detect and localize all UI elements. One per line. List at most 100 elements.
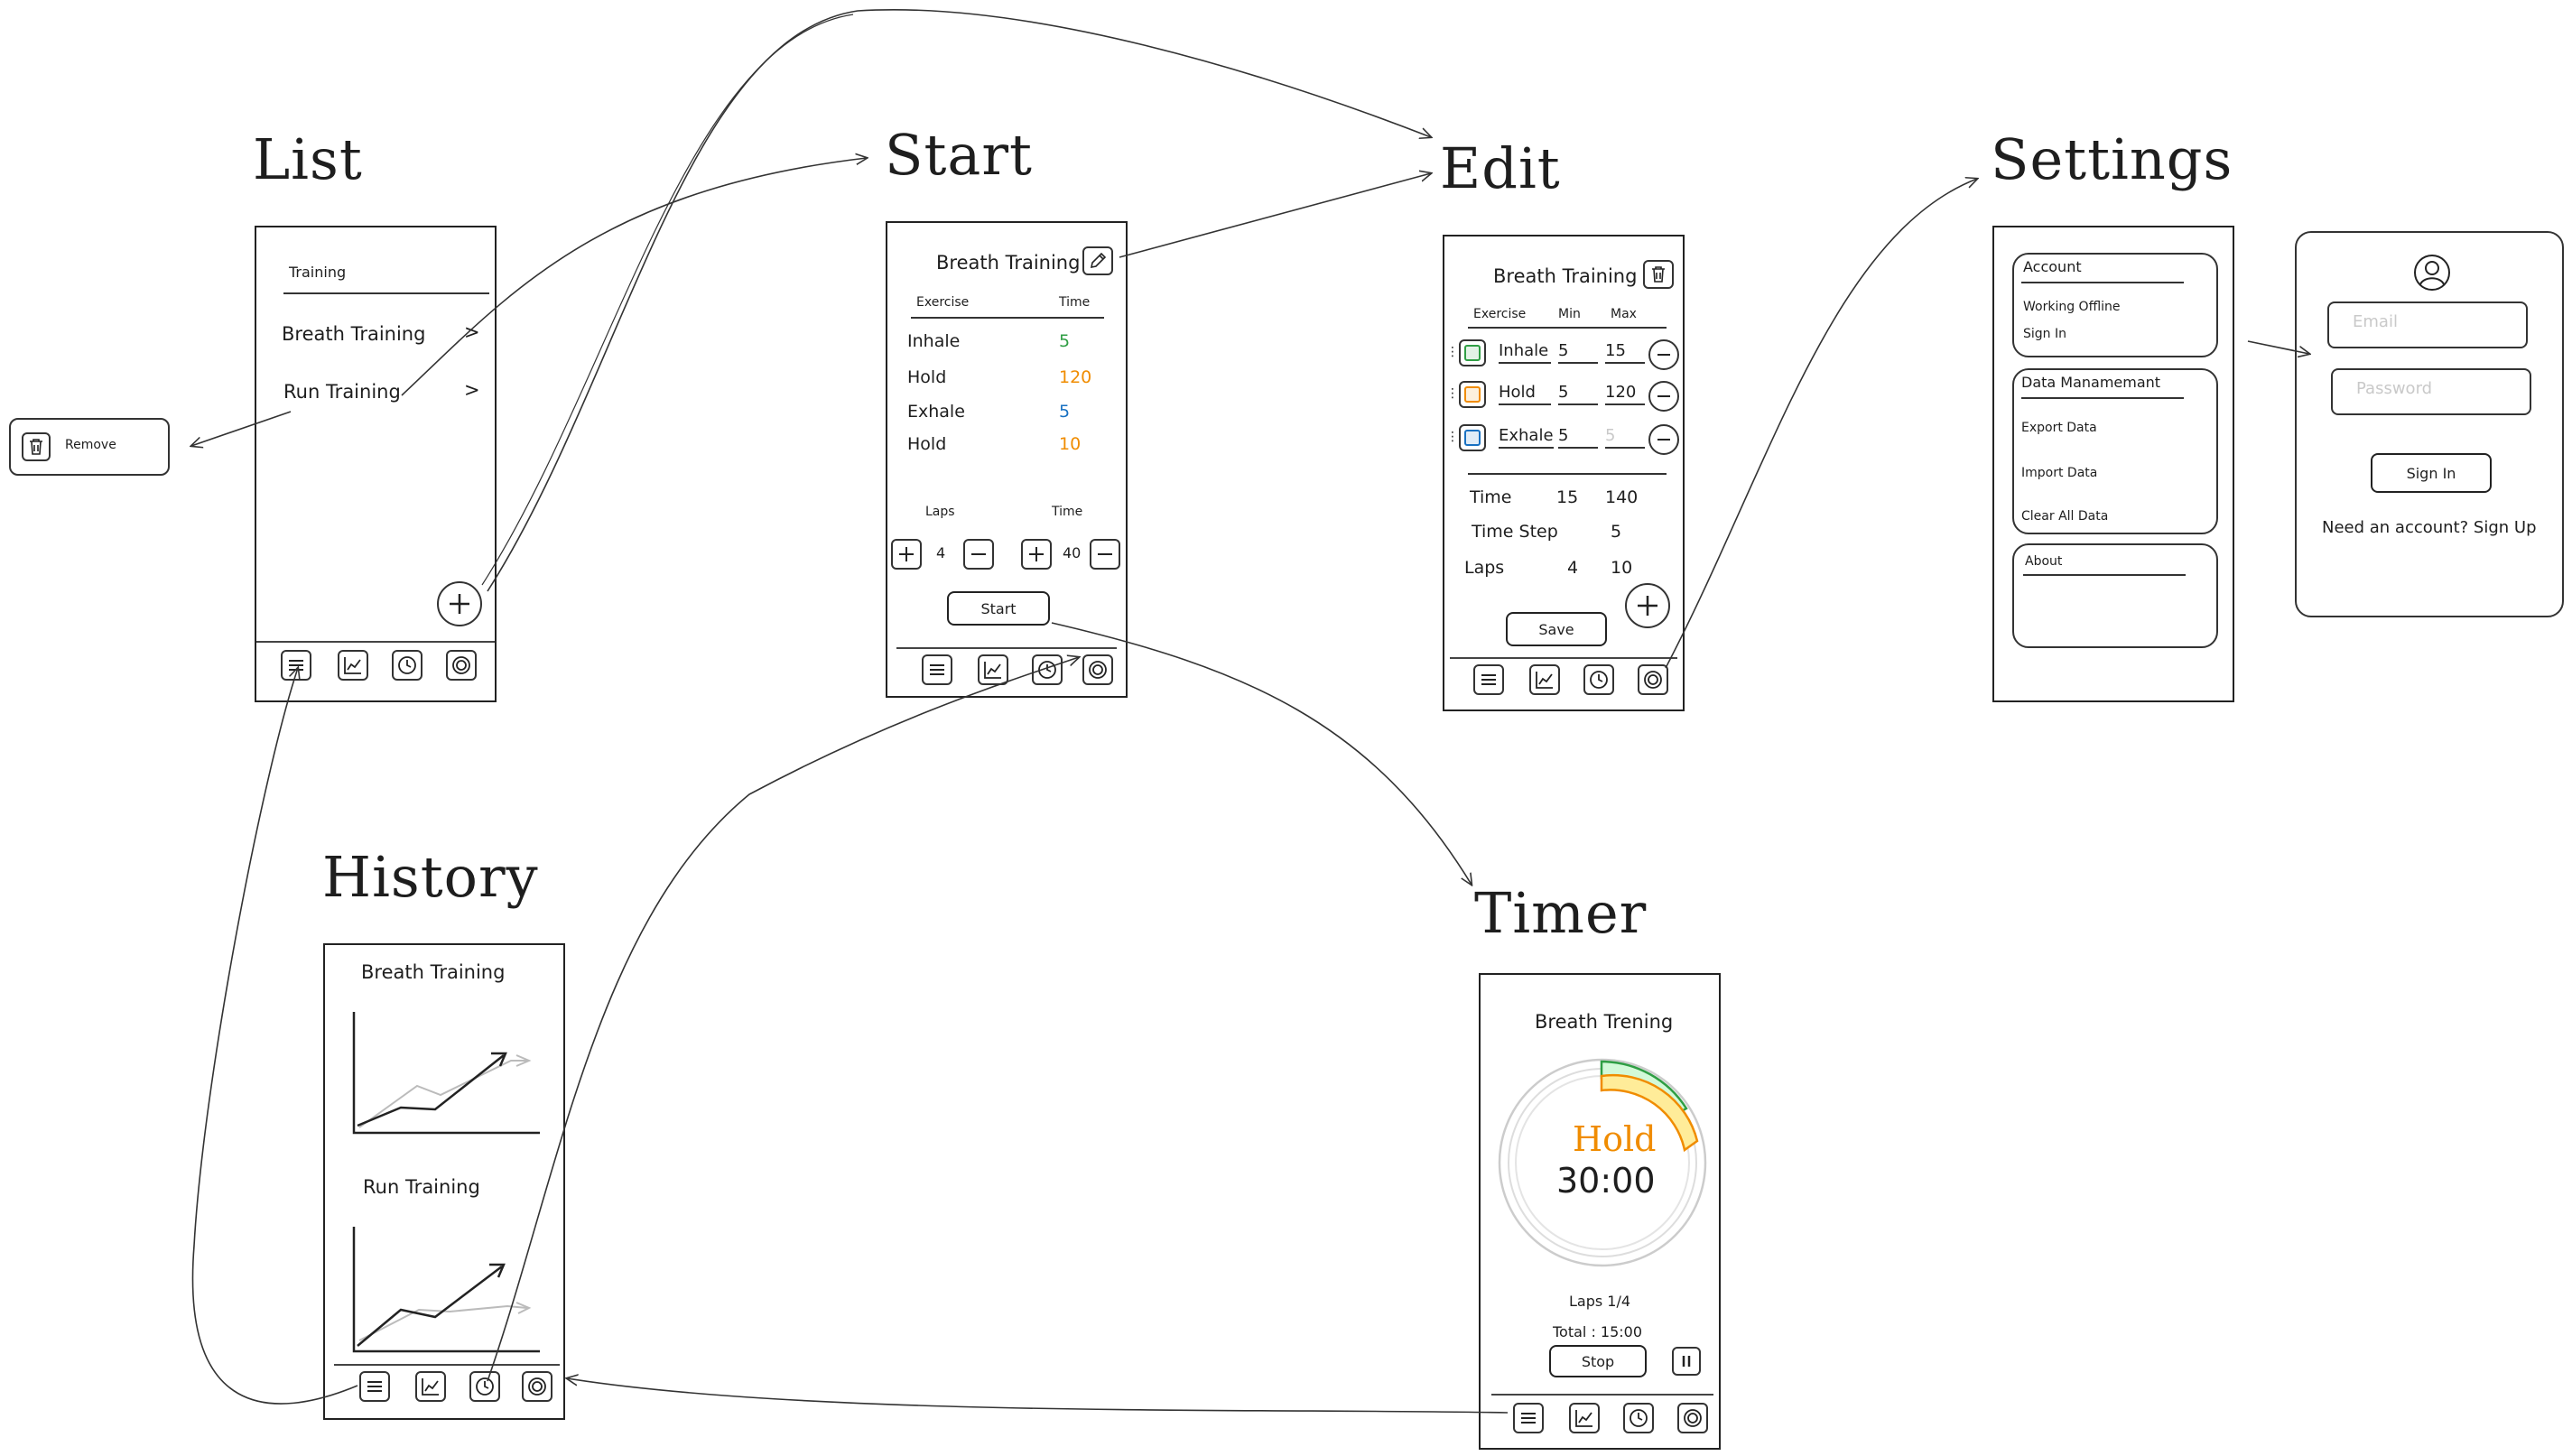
clear-data-item[interactable]: Clear All Data [2021, 509, 2109, 524]
timer-title: Timer [1474, 880, 1648, 946]
working-offline-item[interactable]: Working Offline [2023, 300, 2121, 314]
tab-stats[interactable] [1569, 1403, 1600, 1433]
tab-history[interactable] [469, 1371, 500, 1402]
exercise-min-field[interactable]: 5 [1558, 383, 1598, 405]
arrow-add-to-edit-2 [481, 14, 854, 586]
password-field[interactable]: Password [2331, 368, 2531, 415]
arrow-timer-to-history [567, 1378, 1509, 1414]
start-button[interactable]: Start [947, 591, 1050, 626]
history-clock-icon [476, 1377, 494, 1396]
about-section[interactable]: About [2012, 543, 2218, 648]
summary-label: Time Step [1472, 522, 1558, 542]
tab-bar-divider [1450, 657, 1677, 659]
time-increment-button[interactable] [1021, 539, 1052, 570]
tab-settings[interactable] [446, 650, 477, 681]
tab-stats[interactable] [415, 1371, 446, 1402]
color-swatch-icon [1464, 430, 1481, 446]
tab-settings[interactable] [1638, 664, 1668, 695]
pause-button[interactable] [1672, 1347, 1701, 1376]
pencil-icon [1090, 252, 1107, 269]
start-title: Start [885, 122, 1033, 188]
tab-stats[interactable] [978, 654, 1008, 685]
tab-history[interactable] [1032, 654, 1063, 685]
trash-button[interactable] [22, 432, 51, 461]
drag-handle-icon[interactable]: ⋮ [1446, 386, 1459, 401]
exercise-name-field[interactable]: Inhale [1499, 341, 1551, 364]
tab-stats[interactable] [1529, 664, 1560, 695]
settings-icon [452, 656, 470, 674]
summary-min-value[interactable]: 15 [1556, 487, 1579, 507]
laps-increment-button[interactable] [891, 539, 922, 570]
sign-up-link[interactable]: Need an account? Sign Up [2322, 518, 2537, 537]
exercise-min-field[interactable]: 5 [1558, 341, 1598, 364]
time-decrement-button[interactable] [1090, 539, 1120, 570]
edit-button[interactable] [1082, 246, 1113, 275]
tab-settings[interactable] [1082, 654, 1113, 685]
account-section-title: Account [2023, 258, 2082, 275]
add-training-button[interactable] [437, 581, 482, 626]
import-data-item[interactable]: Import Data [2021, 466, 2098, 480]
remove-exercise-button[interactable] [1648, 424, 1679, 455]
email-field[interactable]: Email [2327, 301, 2528, 348]
tab-list[interactable] [1513, 1403, 1544, 1433]
color-picker-button[interactable] [1459, 381, 1486, 408]
timer-clock: 30:00 [1556, 1161, 1656, 1201]
exercise-name: Hold [907, 434, 947, 454]
tab-list[interactable] [1473, 664, 1504, 695]
tab-history[interactable] [392, 650, 422, 681]
stop-button[interactable]: Stop [1549, 1345, 1647, 1377]
tab-stats[interactable] [338, 650, 368, 681]
plus-icon [899, 547, 914, 561]
settings-icon [528, 1377, 546, 1396]
laps-decrement-button[interactable] [963, 539, 994, 570]
drag-handle-icon[interactable]: ⋮ [1446, 345, 1459, 359]
summary-max-value[interactable]: 10 [1611, 558, 1633, 578]
remove-exercise-button[interactable] [1648, 381, 1679, 412]
color-picker-button[interactable] [1459, 424, 1486, 451]
color-picker-button[interactable] [1459, 339, 1486, 366]
start-training-title: Breath Training [936, 252, 1081, 274]
remove-exercise-button[interactable] [1648, 339, 1679, 370]
run-history-chart [352, 1227, 540, 1353]
tab-history[interactable] [1623, 1403, 1654, 1433]
tab-list[interactable] [922, 654, 952, 685]
chevron-right-icon: > [464, 379, 480, 401]
data-section-title: Data Manamemant [2021, 374, 2161, 391]
tab-list[interactable] [281, 650, 311, 681]
sign-in-button[interactable]: Sign In [2371, 453, 2492, 493]
save-button[interactable]: Save [1506, 612, 1607, 646]
exercise-min-field[interactable]: 5 [1558, 426, 1598, 449]
summary-max-value[interactable]: 140 [1605, 487, 1639, 507]
tab-settings[interactable] [522, 1371, 552, 1402]
list-item-run-training[interactable]: Run Training [283, 381, 401, 403]
exercise-name-field[interactable]: Hold [1499, 383, 1551, 405]
summary-max-value[interactable]: 5 [1611, 522, 1622, 542]
export-data-item[interactable]: Export Data [2021, 421, 2097, 435]
delete-training-button[interactable] [1643, 260, 1674, 289]
add-exercise-button[interactable] [1625, 583, 1670, 628]
drag-handle-icon[interactable]: ⋮ [1446, 430, 1459, 444]
arrow-start-to-edit [1119, 173, 1431, 258]
settings-title: Settings [1991, 126, 2233, 192]
tab-settings[interactable] [1677, 1403, 1708, 1433]
total-time: Total : 15:00 [1553, 1323, 1643, 1340]
tab-history[interactable] [1583, 664, 1614, 695]
history-clock-icon [1630, 1409, 1648, 1427]
exercise-max-field[interactable]: 15 [1605, 341, 1645, 364]
divider [2023, 574, 2186, 576]
exercise-max-field[interactable]: 5 [1605, 426, 1645, 449]
list-icon [1481, 674, 1496, 685]
list-item-breath-training[interactable]: Breath Training [282, 323, 426, 345]
sign-in-item[interactable]: Sign In [2023, 327, 2066, 341]
summary-label: Time [1470, 487, 1512, 507]
chevron-right-icon: > [464, 321, 480, 343]
col-max: Max [1611, 307, 1637, 321]
exercise-max-field[interactable]: 120 [1605, 383, 1645, 405]
summary-min-value[interactable]: 4 [1567, 558, 1579, 578]
settings-icon [1684, 1409, 1702, 1427]
exercise-name-field[interactable]: Exhale [1499, 426, 1554, 449]
list-icon [1521, 1413, 1536, 1424]
remove-action[interactable]: Remove [9, 418, 170, 476]
tab-list[interactable] [359, 1371, 390, 1402]
history-chart-title-run: Run Training [363, 1176, 480, 1198]
